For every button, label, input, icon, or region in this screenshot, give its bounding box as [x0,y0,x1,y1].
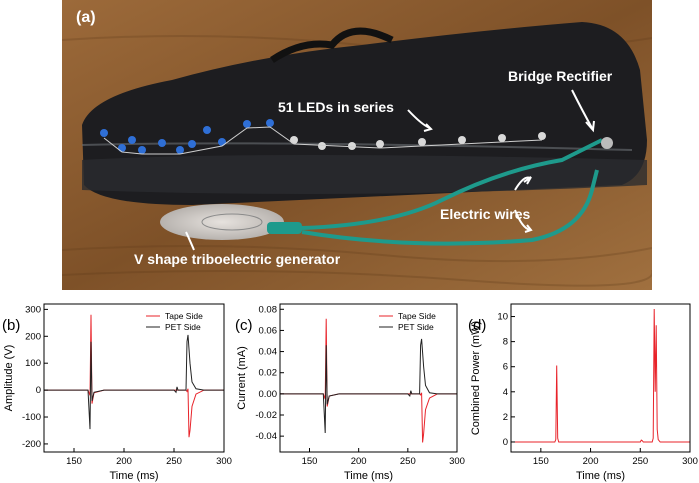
y-axis-label: Amplitude (V) [3,345,15,412]
y-tick-label: 0 [503,437,508,448]
y-tick-label: 200 [25,331,41,342]
y-tick-label: -0.04 [255,431,277,442]
y-tick-label: 0.08 [259,304,278,315]
y-tick-label: 0.00 [259,389,278,400]
x-tick-label: 250 [632,456,648,467]
x-tick-label: 150 [66,456,82,467]
y-tick-label: 2 [503,412,508,423]
x-tick-label: 300 [449,456,465,467]
plot-frame [279,303,458,453]
x-tick-label: 200 [351,456,367,467]
x-tick-label: 250 [166,456,182,467]
shoe-photo: (a) 51 LEDs in series Bridge Rectifier E… [62,0,652,290]
plot-frame [510,303,691,453]
electric-wire [301,169,599,246]
x-tick-label: 200 [116,456,132,467]
y-tick-label: 0.04 [259,347,278,358]
legend-label: Tape Side [165,311,203,321]
y-tick-label: -0.02 [255,410,277,421]
series-line-1 [44,334,224,430]
bridge-rectifier [601,137,613,149]
electric-wire [301,138,603,230]
panel-label: (c) [235,317,253,334]
series-line-1 [280,338,457,434]
y-tick-label: 0.02 [259,368,278,379]
legend-label: PET Side [398,322,434,332]
led-string [100,119,546,155]
x-axis-label: Time (ms) [576,470,625,482]
y-axis-label: Combined Power (mW) [470,321,482,435]
series-line-0 [44,314,224,438]
y-tick-label: 4 [503,387,508,398]
leds-annotation: 51 LEDs in series [278,99,394,115]
y-tick-label: 300 [25,304,41,315]
legend-label: PET Side [165,322,201,332]
x-tick-label: 300 [216,456,232,467]
x-tick-label: 150 [533,456,549,467]
panel-label-a: (a) [76,9,96,26]
y-tick-label: 0.06 [259,325,278,336]
rectifier-annotation: Bridge Rectifier [508,68,613,84]
legend-label: Tape Side [398,311,436,321]
x-axis-label: Time (ms) [109,470,158,482]
panel-label: (b) [2,317,20,334]
generator-annotation: V shape triboelectric generator [134,251,341,267]
y-tick-label: -200 [22,439,41,450]
y-tick-label: 100 [25,358,41,369]
triboelectric-generator [160,204,284,240]
x-tick-label: 200 [583,456,599,467]
y-tick-label: 10 [497,312,508,323]
panel-label: (d) [468,317,486,334]
y-tick-label: -100 [22,412,41,423]
wires-annotation: Electric wires [440,206,530,222]
chart-c: 150 200 250 300 -0.04 -0.02 0.00 0.02 0.04 0.06 0.… [235,303,465,482]
x-tick-label: 250 [400,456,416,467]
x-tick-label: 150 [302,456,318,467]
chart-panel-c: 150 200 250 300 -0.04 -0.02 0.00 0.02 0.04 0.06 0.… [233,292,466,483]
series-line-0 [280,318,457,443]
series-line-0 [511,308,690,443]
y-axis-label: Current (mA) [236,346,248,410]
x-axis-label: Time (ms) [344,470,393,482]
y-tick-label: 6 [503,362,508,373]
y-tick-label: 0 [36,385,41,396]
plot-frame [43,303,225,453]
x-tick-label: 300 [682,456,698,467]
y-tick-label: 8 [503,337,508,348]
annotation-arrows [185,89,595,251]
